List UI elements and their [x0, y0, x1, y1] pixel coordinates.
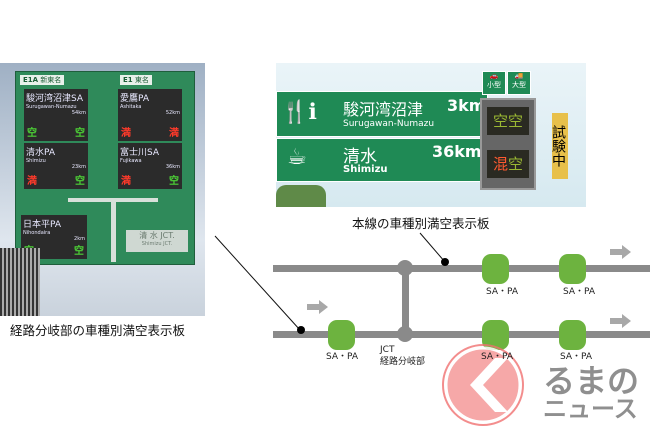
- sapa-label: SA・PA: [326, 352, 359, 362]
- jct-node-bottom: [397, 326, 413, 342]
- trees: [276, 185, 326, 207]
- sapa-marker: [559, 320, 586, 350]
- small-car-label: 🚗小型: [482, 71, 506, 95]
- logo-text-sub: ニュース: [543, 395, 638, 423]
- restaurant-info-icon: 🍴ℹ: [281, 100, 317, 125]
- direction-arrow: [307, 300, 328, 314]
- mainline-top: [273, 265, 650, 272]
- sapa-label: SA・PA: [560, 352, 593, 362]
- jct-sub-label: 経路分岐部: [380, 357, 426, 367]
- sapa-label: SA・PA: [563, 287, 596, 297]
- logo-text: るまの: [543, 362, 640, 400]
- direction-arrow: [610, 314, 631, 328]
- right-caption: 本線の車種別満空表示板: [352, 216, 490, 231]
- jct-label: 清 水 JCT.Shimizu JCT.: [126, 230, 188, 252]
- branch-stem: [111, 198, 116, 262]
- sign-marker-mainline: [441, 258, 449, 266]
- logo-chevron-icon: [470, 358, 508, 412]
- sign-row-2: ☕ 清水 36km Shimizu: [276, 138, 488, 182]
- leader-line-left: [214, 235, 301, 331]
- jct-label: JCT: [380, 345, 395, 355]
- sapa-marker: [482, 254, 509, 284]
- jct-node-top: [397, 260, 413, 276]
- sapa-marker: [559, 254, 586, 284]
- logo-wordmark: るまの ニュース: [543, 365, 639, 421]
- jct-link: [402, 268, 409, 334]
- leader-line-right: [419, 232, 446, 263]
- sapa-marker: [482, 320, 509, 350]
- sapa-label: SA・PA: [481, 352, 514, 362]
- vms-board: 空空 混空: [480, 98, 536, 190]
- mainline-sign-photo: 🍴ℹ 駿河湾沼津 3km Surugawan-Numazu ☕ 清水 36km …: [276, 63, 586, 207]
- large-car-label: 🚚大型: [507, 71, 531, 95]
- direction-arrow: [610, 245, 631, 259]
- sapa-marker: [328, 320, 355, 350]
- trial-sign: 試験中: [550, 113, 568, 179]
- status-row-1: 空空: [487, 107, 529, 135]
- mainline-bottom: [273, 331, 650, 338]
- route-label-e1: E1 東名: [120, 75, 152, 85]
- sapa-label: SA・PA: [486, 287, 519, 297]
- route-label-e1a: E1A 新東名: [20, 75, 65, 85]
- status-row-2: 混空: [487, 150, 529, 178]
- coffee-icon: ☕: [287, 145, 307, 170]
- left-caption: 経路分岐部の車種別満空表示板: [10, 323, 186, 338]
- sign-marker-branch: [297, 326, 305, 334]
- guardrail: [0, 248, 40, 316]
